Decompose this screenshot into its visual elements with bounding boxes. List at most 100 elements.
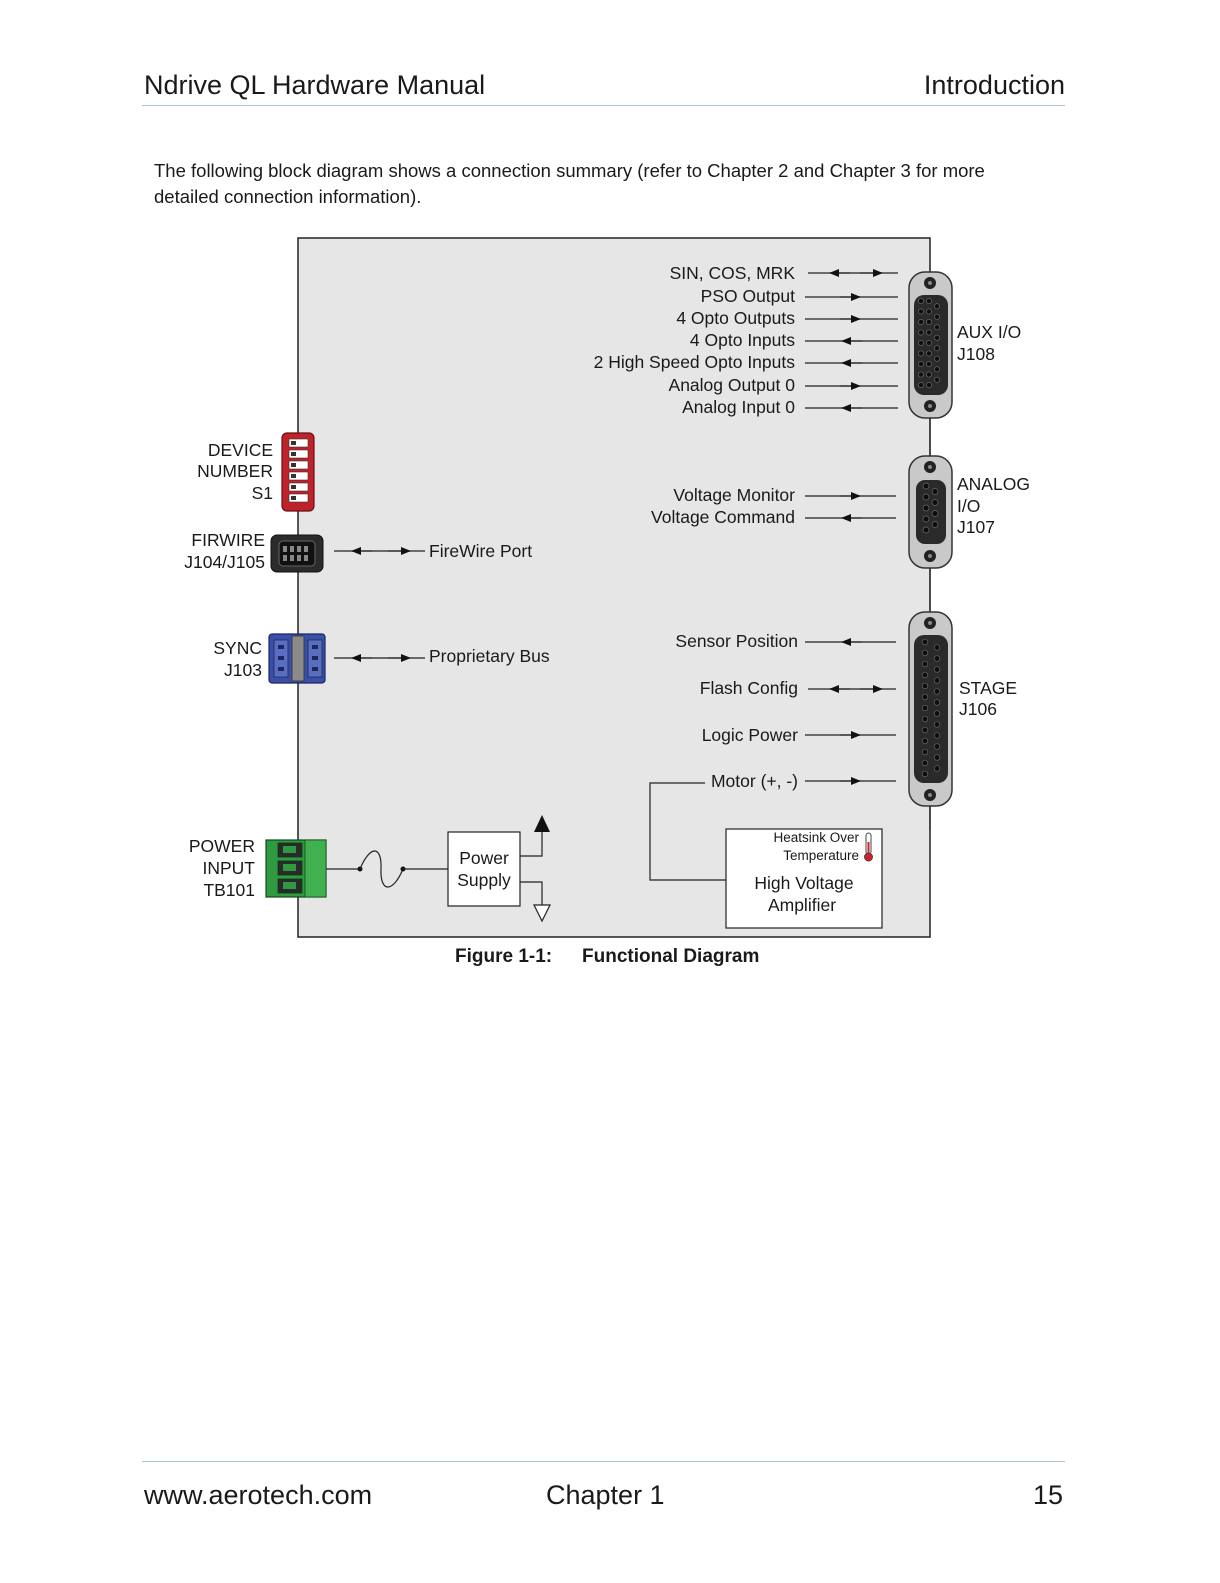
functional-diagram: SIN, COS, MRK PSO Output 4 Opto Outputs … [184, 237, 1030, 938]
connector-pin [933, 666, 941, 673]
connector-pin [922, 526, 930, 534]
connector-pin [921, 671, 929, 679]
proprietary-bus-label: Proprietary Bus [429, 646, 550, 666]
connector-pin [918, 298, 924, 304]
connector-pin [921, 649, 929, 657]
connector-pin [921, 737, 929, 745]
connector-pin [933, 655, 941, 662]
power-input-label-2: INPUT [203, 858, 256, 878]
device-number-label-2: NUMBER [197, 461, 273, 481]
aux-io-label: AUX I/O [957, 322, 1021, 342]
firewire-port-label: FireWire Port [429, 541, 532, 561]
sync-designator: J103 [224, 660, 262, 680]
connector-pin [934, 376, 940, 383]
signal-analog-output-0: Analog Output 0 [669, 375, 796, 395]
connector-pin [921, 693, 929, 701]
power-input-label: POWER [189, 836, 255, 856]
connector-pin [921, 704, 929, 712]
connector-pin [933, 644, 941, 651]
firewire-label: FIRWIRE [191, 530, 265, 550]
connector-pin [934, 303, 940, 310]
connector-pin [926, 340, 932, 346]
aux-io-connector [908, 271, 953, 419]
connector-pin [934, 366, 940, 373]
signal-pso-output: PSO Output [701, 286, 795, 306]
power-supply-box [447, 831, 521, 907]
signal-high-speed-opto-inputs: 2 High Speed Opto Inputs [594, 352, 796, 372]
signal-logic-power: Logic Power [702, 725, 798, 745]
connector-pin [918, 308, 924, 315]
connector-pin [918, 382, 924, 388]
connector-pin [926, 361, 932, 367]
terminal-block [265, 839, 327, 898]
device-number-label: DEVICE [208, 440, 273, 460]
power-supply-label: Power [459, 848, 509, 868]
analog-io-designator: J107 [957, 517, 995, 537]
connector-pin [926, 298, 932, 304]
connector-pin [926, 308, 932, 315]
connector-pin [933, 754, 941, 761]
signal-voltage-command: Voltage Command [651, 507, 795, 527]
power-supply-label-2: Supply [457, 870, 511, 890]
firewire-connector [270, 534, 324, 573]
signal-opto-outputs: 4 Opto Outputs [676, 308, 795, 328]
connector-pin [933, 710, 941, 717]
connector-pin [918, 350, 924, 357]
connector-pin [921, 759, 929, 767]
connector-pin [926, 371, 932, 378]
signal-analog-input-0: Analog Input 0 [682, 397, 795, 417]
sync-label: SYNC [213, 638, 262, 658]
figure-number: Figure 1-1: [455, 946, 553, 967]
footer-rule [142, 1461, 1065, 1462]
analog-io-connector [908, 455, 953, 569]
connector-pin [922, 515, 930, 523]
connector-pin [926, 319, 932, 325]
connector-pin [918, 371, 924, 378]
connector-pin [933, 732, 941, 739]
connector-pin [921, 638, 929, 646]
signal-sensor-position: Sensor Position [675, 631, 798, 651]
firewire-designator: J104/J105 [184, 552, 265, 572]
analog-io-label-2: I/O [957, 496, 980, 516]
connector-pin [921, 715, 929, 723]
connector-pin [933, 677, 941, 684]
connector-pin [934, 313, 940, 320]
analog-io-label: ANALOG [957, 474, 1030, 494]
fuse-line [326, 850, 448, 888]
signal-sin-cos-mrk: SIN, COS, MRK [670, 263, 796, 283]
analog-signal-lines [805, 492, 896, 522]
amplifier-box [725, 828, 883, 929]
connector-pin [922, 482, 930, 490]
header-title: Ndrive QL Hardware Manual [144, 70, 486, 100]
stage-connector [908, 611, 953, 807]
sync-connector [268, 633, 326, 684]
signal-opto-inputs: 4 Opto Inputs [690, 330, 795, 350]
footer-chapter: Chapter 1 [546, 1480, 665, 1510]
connector-pin [931, 521, 939, 528]
power-input-designator: TB101 [203, 880, 255, 900]
aux-signal-lines [805, 269, 898, 412]
connector-pin [926, 382, 932, 388]
connector-pin [931, 488, 939, 495]
connector-pin [934, 334, 940, 341]
connector-pin [921, 748, 929, 756]
connector-pin [921, 682, 929, 690]
header-section: Introduction [923, 70, 1065, 100]
signal-flash-config: Flash Config [700, 678, 798, 698]
connector-pin [918, 329, 924, 336]
connector-pin [918, 361, 924, 367]
power-supply-outputs [520, 815, 551, 923]
connector-pin [918, 340, 924, 346]
connector-pin [934, 355, 940, 362]
thermometer-icon [864, 832, 873, 862]
connector-pin [934, 324, 940, 331]
intro-paragraph: The following block diagram shows a conn… [154, 160, 985, 207]
amplifier-label-2: Amplifier [768, 895, 836, 915]
stage-label: STAGE [959, 678, 1017, 698]
connector-pin [926, 350, 932, 357]
connector-pin [922, 493, 930, 501]
connector-pin [931, 499, 939, 506]
connector-pin [933, 765, 941, 772]
connector-pin [934, 345, 940, 352]
connector-pin [933, 699, 941, 706]
